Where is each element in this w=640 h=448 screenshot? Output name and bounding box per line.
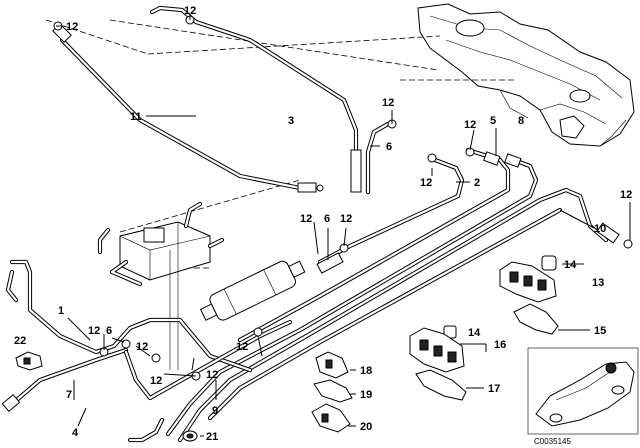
fuel-line-3 <box>149 5 362 193</box>
callout-15: 15 <box>594 325 606 337</box>
callout-14: 14 <box>468 327 481 339</box>
holder-19 <box>313 379 353 403</box>
callout-12: 12 <box>150 375 162 387</box>
callout-16: 16 <box>494 339 506 351</box>
callout-7: 7 <box>66 389 72 401</box>
holder-14-16 <box>409 325 465 373</box>
holder-22 <box>15 351 43 371</box>
grommet-21 <box>182 430 198 442</box>
holder-14-13 <box>499 255 557 303</box>
fuel-filter <box>199 260 306 321</box>
callout-12: 12 <box>340 213 352 225</box>
callout-20: 20 <box>360 421 372 433</box>
fuel-line-bundle <box>165 153 620 443</box>
hose-6-top <box>365 121 391 195</box>
callout-6: 6 <box>106 325 112 337</box>
callout-12: 12 <box>420 177 432 189</box>
callout-8: 8 <box>518 115 524 127</box>
callout-labels: 12 12 11 3 12 6 12 5 8 12 2 12 10 12 6 1… <box>14 5 632 446</box>
callout-5: 5 <box>490 115 496 127</box>
callout-1: 1 <box>58 305 64 317</box>
callout-12: 12 <box>136 341 148 353</box>
dashed-leaders <box>45 19 516 269</box>
callout-9: 9 <box>212 405 218 417</box>
fuel-line-4 <box>123 319 293 443</box>
callout-leaders <box>56 14 631 437</box>
callout-12: 12 <box>382 97 394 109</box>
callout-12: 12 <box>464 119 476 131</box>
callout-21: 21 <box>206 431 218 443</box>
callout-2: 2 <box>474 177 480 189</box>
callout-19: 19 <box>360 389 372 401</box>
callout-12: 12 <box>300 213 312 225</box>
callout-22: 22 <box>14 335 26 347</box>
diagram-code: C0035145 <box>534 437 571 446</box>
car-location-thumbnail <box>527 347 639 435</box>
callout-12: 12 <box>88 325 100 337</box>
callout-12: 12 <box>620 189 632 201</box>
holder-20 <box>311 403 351 433</box>
callout-4: 4 <box>72 427 79 439</box>
callout-3: 3 <box>288 115 294 127</box>
callout-17: 17 <box>488 383 500 395</box>
callout-12: 12 <box>206 369 218 381</box>
callout-14: 14 <box>564 259 577 271</box>
callout-11: 11 <box>130 111 142 123</box>
holder-18 <box>315 351 349 379</box>
holder-17 <box>415 369 467 401</box>
callout-12: 12 <box>184 5 196 17</box>
callout-13: 13 <box>592 277 604 289</box>
holder-15 <box>513 303 559 335</box>
callout-18: 18 <box>360 365 372 377</box>
callout-12: 12 <box>236 341 248 353</box>
callout-6: 6 <box>386 141 392 153</box>
fuel-line-11 <box>52 23 324 193</box>
callout-10: 10 <box>594 223 606 235</box>
fuel-line-7 <box>1 347 129 413</box>
fuel-tank <box>417 3 635 147</box>
callout-12: 12 <box>66 21 78 33</box>
charcoal-canister <box>97 201 225 370</box>
callout-6: 6 <box>324 213 330 225</box>
